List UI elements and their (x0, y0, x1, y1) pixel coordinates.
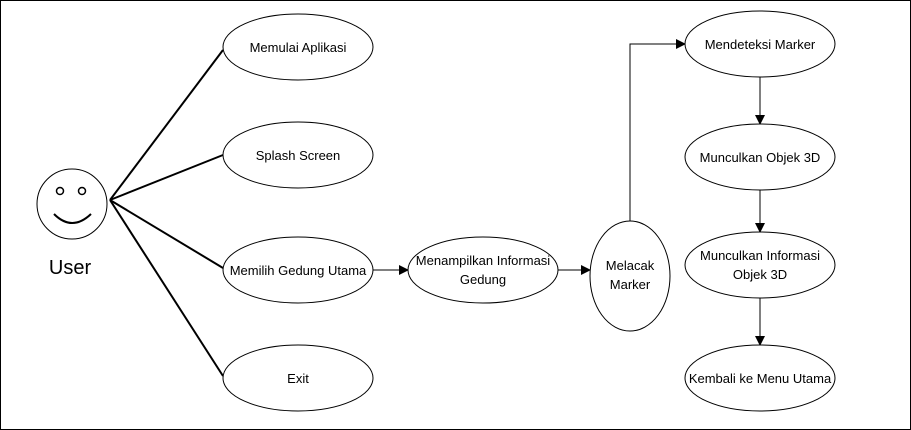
use-case-label: Memilih Gedung Utama (230, 263, 367, 278)
use-case-label: Memulai Aplikasi (250, 40, 347, 55)
use-case-show-building-info: Menampilkan Informasi Gedung (407, 236, 559, 304)
use-case-detect-marker: Mendeteksi Marker (684, 10, 836, 78)
use-case-show-3d-info: Munculkan Informasi Objek 3D (684, 231, 836, 299)
use-case-label: Splash Screen (256, 148, 341, 163)
use-case-back-to-menu: Kembali ke Menu Utama (684, 344, 836, 412)
use-case-label: Mendeteksi Marker (705, 37, 816, 52)
use-case-show-3d-object: Munculkan Objek 3D (684, 123, 836, 191)
use-case-label: Marker (610, 277, 651, 292)
use-case-label: Kembali ke Menu Utama (689, 371, 832, 386)
use-case-label: Exit (287, 371, 309, 386)
use-case-label: Gedung (460, 272, 506, 287)
use-case-label: Munculkan Objek 3D (700, 150, 821, 165)
arrow (629, 39, 686, 221)
use-case-label: Objek 3D (733, 267, 787, 282)
use-case-label: Menampilkan Informasi (416, 253, 550, 268)
use-case-start-app: Memulai Aplikasi (222, 13, 374, 81)
smiley-face-icon (36, 168, 108, 240)
use-case-label: Melacak (606, 258, 655, 273)
use-case-label: Munculkan Informasi (700, 248, 820, 263)
association-lines (109, 49, 224, 377)
use-case-track-marker: Melacak Marker (589, 220, 671, 332)
user-actor: User (36, 168, 108, 279)
use-case-exit: Exit (222, 344, 374, 412)
use-case-splash: Splash Screen (222, 121, 374, 189)
use-case-choose-building: Memilih Gedung Utama (222, 236, 374, 304)
actor-label: User (49, 257, 92, 279)
